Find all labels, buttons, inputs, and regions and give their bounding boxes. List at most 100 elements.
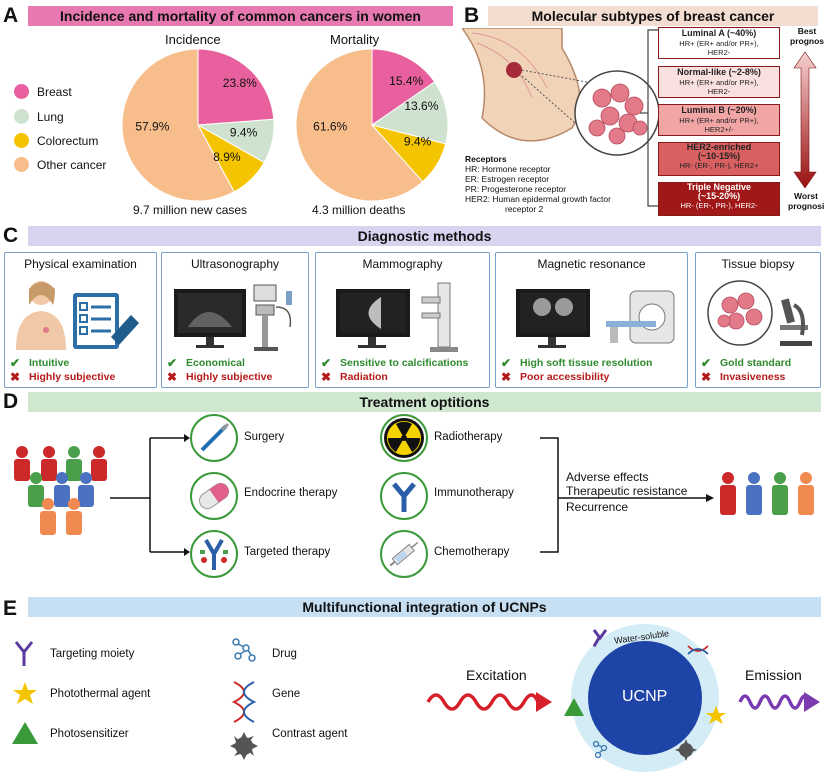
shell-photothermal-icon (706, 706, 726, 724)
panel-c-title: Diagnostic methods (28, 226, 821, 246)
method-name: Tissue biopsy (721, 257, 795, 271)
legend-swatch (14, 109, 29, 124)
method-pro: Economical (186, 357, 245, 369)
method-con: Radiation (340, 371, 388, 383)
method-card-mri: Magnetic resonance ✔ High soft tissue re… (495, 252, 688, 388)
check-icon: ✔ (701, 356, 712, 370)
panel-b-letter: B (464, 4, 480, 27)
cross-icon: ✖ (167, 370, 178, 384)
treatment-chemotherapy: Chemotherapy (434, 546, 510, 558)
method-name: Magnetic resonance (537, 257, 646, 271)
legend-gene: Gene (272, 688, 301, 700)
outcome-adverse-effects: Adverse effects (566, 470, 649, 484)
panel-c-letter: C (3, 224, 19, 247)
excitation-wave-icon (426, 692, 552, 712)
pie-value-label: 61.6% (313, 120, 347, 134)
legend-swatch (14, 133, 29, 148)
check-icon: ✔ (321, 356, 332, 370)
check-icon: ✔ (501, 356, 512, 370)
radiotherapy-icon (380, 414, 428, 462)
receptor-item: HR: Hormone receptor (465, 164, 551, 174)
pie-slice-breast (371, 48, 436, 126)
panel-d-letter: D (3, 390, 19, 413)
endocrine-therapy-icon (190, 472, 238, 520)
patients-outcome-icon (720, 472, 814, 515)
subtype-luminal-a: Luminal A (~40%)HR+ (ER+ and/or PR+),HER… (658, 27, 780, 59)
excitation-label: Excitation (466, 667, 527, 683)
legend-item-colorectum: Colorectum (14, 133, 98, 148)
check-icon: ✔ (10, 356, 21, 370)
chemotherapy-icon (380, 530, 428, 578)
legend-item-breast: Breast (14, 84, 72, 99)
pie-value-label: 13.6% (404, 99, 438, 113)
method-pro: Sensitive to calcifications (340, 357, 469, 369)
pie-value-label: 9.4% (230, 126, 258, 140)
legend-icons-right (230, 638, 258, 760)
receptor-item: PR: Progesterone receptor (465, 184, 567, 194)
treatment-radiotherapy: Radiotherapy (434, 431, 503, 443)
emission-label: Emission (745, 667, 802, 683)
drug-icon (232, 638, 256, 662)
outcome-resistance: Therapeutic resistance (566, 484, 688, 498)
prognosis-arrow (793, 51, 817, 189)
ucnp-core-label: UCNP (622, 688, 668, 705)
panel-e-letter: E (3, 597, 18, 620)
treatment-surgery: Surgery (244, 431, 285, 443)
panel-d-title: Treatment optitions (28, 392, 821, 412)
emission-wave-icon (738, 692, 820, 712)
method-pro: Intuitive (29, 357, 70, 369)
mortality-caption: 4.3 million deaths (312, 203, 406, 217)
panel-e-title: Multifunctional integration of UCNPs (28, 597, 821, 617)
mammography-illustration (336, 282, 458, 352)
biopsy-illustration (707, 280, 812, 346)
method-con: Highly subjective (29, 371, 116, 383)
outcome-recurrence: Recurrence (566, 500, 629, 514)
mortality-pie: 15.4%13.6%9.4%61.6% (295, 48, 449, 202)
receptors-title: Receptors (465, 154, 507, 164)
subtype-normal-like: Normal-like (~2-8%)HR+ (ER+ and/or PR+),… (658, 66, 780, 98)
mortality-title: Mortality (330, 32, 380, 47)
cross-icon: ✖ (10, 370, 21, 384)
pie-value-label: 8.9% (213, 150, 241, 164)
method-name: Ultrasonography (190, 257, 280, 271)
legend-swatch (14, 84, 29, 99)
contrast-agent-icon (230, 732, 258, 760)
treatment-branch-lines (110, 434, 190, 556)
mri-illustration (516, 289, 675, 348)
legend-drug: Drug (272, 648, 297, 660)
shell-drug-icon (592, 740, 608, 759)
worst-prognosis-label: Worstprognosis (788, 191, 824, 211)
targeted-therapy-icon (190, 530, 238, 578)
method-con: Invasiveness (720, 371, 786, 383)
shell-gene-icon (687, 645, 709, 655)
best-prognosis-label: Bestprognosis (790, 26, 824, 46)
method-pro: Gold standard (720, 357, 792, 369)
cross-icon: ✖ (701, 370, 712, 384)
method-card-physical: Physical examination ✔ Intuitive ✖ Highl… (4, 252, 157, 388)
immunotherapy-icon (380, 472, 428, 520)
legend-photothermal-agent: Photothermal agent (50, 688, 151, 700)
method-card-ultrasound: Ultrasonography ✔ Economical ✖ Highly su… (161, 252, 309, 388)
legend-label: Colorectum (37, 133, 99, 148)
legend-icons-left (12, 641, 38, 744)
method-name: Physical examination (24, 257, 137, 271)
pie-slice-other-cancer (121, 48, 235, 202)
legend-label: Lung (37, 109, 64, 124)
receptor-item: ER: Estrogen receptor (465, 174, 550, 184)
legend-label: Other cancer (37, 157, 107, 172)
check-icon: ✔ (167, 356, 178, 370)
physical-exam-illustration (16, 281, 139, 350)
shell-contrast-agent-icon (675, 739, 697, 761)
incidence-pie: 23.8%9.4%8.9%57.9% (121, 48, 275, 202)
pie-value-label: 9.4% (404, 135, 432, 149)
receptor-item: receptor 2 (505, 204, 544, 214)
ucnp-nanoparticle (564, 624, 726, 772)
incidence-caption: 9.7 million new cases (133, 203, 248, 217)
legend-label: Breast (37, 84, 72, 99)
pie-slice-lung (370, 81, 449, 145)
gene-icon (231, 681, 257, 723)
legend-swatch (14, 157, 29, 172)
panel-a-letter: A (3, 4, 19, 27)
method-card-mammography: Mammography ✔ Sensitive to calcification… (315, 252, 490, 388)
treatment-endocrine: Endocrine therapy (244, 487, 338, 499)
